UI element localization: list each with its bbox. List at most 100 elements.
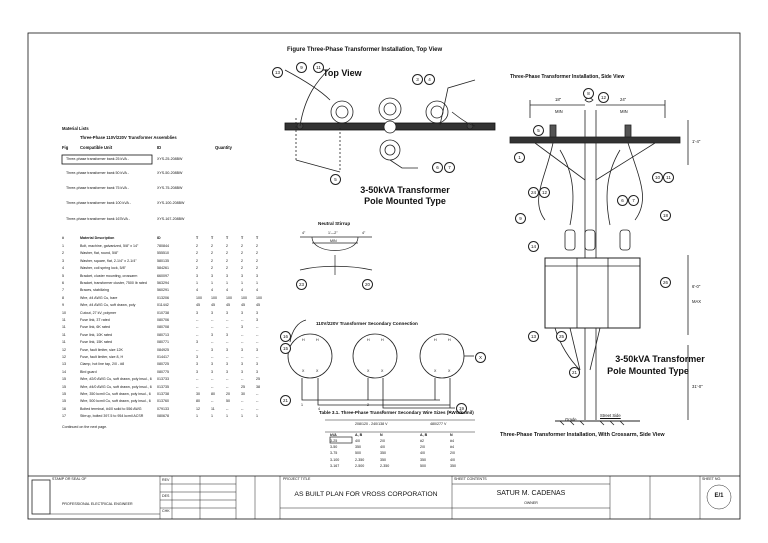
side-dim-left: 18" bbox=[555, 97, 562, 102]
item-cell-q: 1 bbox=[241, 281, 243, 285]
wire-table-cell: 2-350 bbox=[380, 463, 390, 468]
item-cell-q: 2 bbox=[196, 244, 198, 248]
item-cell-n: 7 bbox=[62, 288, 64, 293]
item-cell-q: 20 bbox=[226, 392, 230, 396]
stamp-label: STAMP OR SEAL OF bbox=[52, 477, 87, 481]
item-cell-q: -- bbox=[226, 340, 229, 345]
callout-18-side: 18 bbox=[660, 210, 671, 221]
item-cell-id: 079133 bbox=[157, 406, 169, 411]
wire-table-cell: 4/0 bbox=[380, 445, 385, 450]
callout-15-sec: 15 bbox=[280, 343, 291, 354]
terminal-x: X bbox=[434, 369, 437, 373]
callout-20-stirrup: 20 bbox=[362, 279, 373, 290]
unit-name: Three-phase transformer bank 100 kVA - bbox=[66, 201, 131, 205]
item-cell-q: -- bbox=[226, 384, 229, 389]
col-id: ID bbox=[157, 145, 162, 150]
callout-1-side: 1 bbox=[514, 152, 525, 163]
material-item-row: 15 Wire, #2/0 AWG Cu, soft drawn, poly in… bbox=[62, 377, 332, 383]
item-cell-id: 013760 bbox=[157, 399, 169, 404]
item-cell-d: Washer, flat, round, 5/8" bbox=[80, 251, 119, 256]
wire-table-cell: 350 bbox=[355, 445, 361, 450]
item-cell-q: 3 bbox=[241, 310, 243, 315]
wire-table-cell: #2 bbox=[420, 439, 424, 443]
item-cell-q: -- bbox=[226, 325, 229, 330]
item-cell-id: 563294 bbox=[157, 281, 169, 285]
terminal-h: H bbox=[367, 338, 370, 342]
item-cell-q: 3 bbox=[211, 347, 213, 352]
item-cell-n: 14 bbox=[62, 369, 66, 374]
callout-21-side: 21 bbox=[569, 367, 580, 378]
item-cell-n: 15 bbox=[62, 399, 66, 404]
item-cell-q: 100 bbox=[226, 295, 232, 300]
item-cell-q: 11 bbox=[211, 406, 215, 411]
item-cell-n: 15 bbox=[62, 377, 66, 382]
neutral-stirrup-title: Neutral Stirrup bbox=[318, 221, 351, 226]
item-cell-id: 560291 bbox=[157, 288, 169, 293]
secondary-connection-drawing bbox=[287, 319, 474, 409]
rev-label: REV bbox=[162, 478, 170, 482]
item-cell-q: 3 bbox=[256, 318, 258, 322]
item-cell-n: 5 bbox=[62, 273, 64, 278]
item-cell-q: 3 bbox=[256, 362, 258, 367]
callout-7-side: 7 bbox=[628, 195, 639, 206]
item-cell-q: 3 bbox=[226, 369, 228, 374]
material-heading: Material Lists bbox=[62, 126, 89, 131]
item-cell-id: 555510 bbox=[157, 251, 169, 256]
item-cell-q: 2 bbox=[226, 258, 228, 263]
project-title: AS BUILT PLAN FOR VROSS CORPORATION bbox=[294, 491, 438, 498]
callout-5-side: 5 bbox=[533, 125, 544, 136]
item-cell-q: 2 bbox=[241, 258, 243, 263]
item-cell-q: 80 bbox=[196, 399, 200, 404]
item-cell-q: 1 bbox=[211, 281, 213, 285]
wire-table-cell: 2/0 bbox=[420, 445, 425, 450]
callout-26-side: 26 bbox=[660, 277, 671, 288]
item-cell-d: Wire, #4 AWG Cu, bare bbox=[80, 295, 118, 300]
wire-table-cell: 2/0 bbox=[380, 439, 385, 443]
stirrup-min-label: MIN bbox=[330, 239, 337, 243]
item-cell-d: Bird guard bbox=[80, 369, 97, 374]
item-cell-d: Wire, #2/0 AWG Cu, soft drawn, poly insu… bbox=[80, 377, 152, 382]
item-cell-n: 1 bbox=[62, 244, 64, 248]
item-cell-q: -- bbox=[226, 406, 229, 411]
item-cell-n: 12 bbox=[62, 347, 66, 352]
side-dim-vert-top: 1'-4" bbox=[692, 139, 701, 144]
items-col-desc: Material Description bbox=[80, 236, 115, 240]
item-cell-id: 080708 bbox=[157, 325, 169, 330]
unit-highlight-box bbox=[61, 154, 153, 165]
item-cell-q: -- bbox=[226, 318, 229, 322]
item-cell-q: -- bbox=[241, 399, 244, 404]
item-cell-q: 2 bbox=[241, 244, 243, 248]
phase-label-4: 4 bbox=[318, 407, 320, 411]
top-view-label: Top View bbox=[323, 68, 362, 78]
item-cell-d: Bolt, machine, galvanized, 5/8" x 14" bbox=[80, 244, 139, 248]
terminal-x: X bbox=[448, 369, 451, 373]
item-cell-q: 1 bbox=[256, 281, 258, 285]
item-cell-q: 2 bbox=[196, 251, 198, 256]
callout-6-top: 6 bbox=[432, 162, 443, 173]
item-cell-n: 13 bbox=[62, 362, 66, 367]
unit-name: Three-phase transformer bank 50 kVA - bbox=[66, 171, 129, 175]
item-cell-q: 12 bbox=[196, 406, 200, 411]
items-col-q2: T bbox=[211, 236, 214, 240]
side-dim-vert-bot: 31'-0" bbox=[692, 384, 703, 389]
terminal-x: X bbox=[367, 369, 370, 373]
item-cell-id: 011442 bbox=[157, 303, 169, 308]
item-cell-q: 100 bbox=[211, 295, 217, 300]
item-cell-q: 3 bbox=[241, 273, 243, 278]
item-cell-q: 4 bbox=[226, 288, 228, 293]
side-street-label: Street Side bbox=[600, 413, 621, 418]
callout-12-side: 12 bbox=[598, 92, 609, 103]
items-col-q1: T bbox=[196, 236, 199, 240]
item-cell-q: -- bbox=[211, 377, 214, 382]
item-cell-n: 11 bbox=[62, 332, 66, 337]
owner-name: SATUR M. CADENAS bbox=[496, 490, 566, 497]
item-cell-q: 2 bbox=[241, 251, 243, 256]
